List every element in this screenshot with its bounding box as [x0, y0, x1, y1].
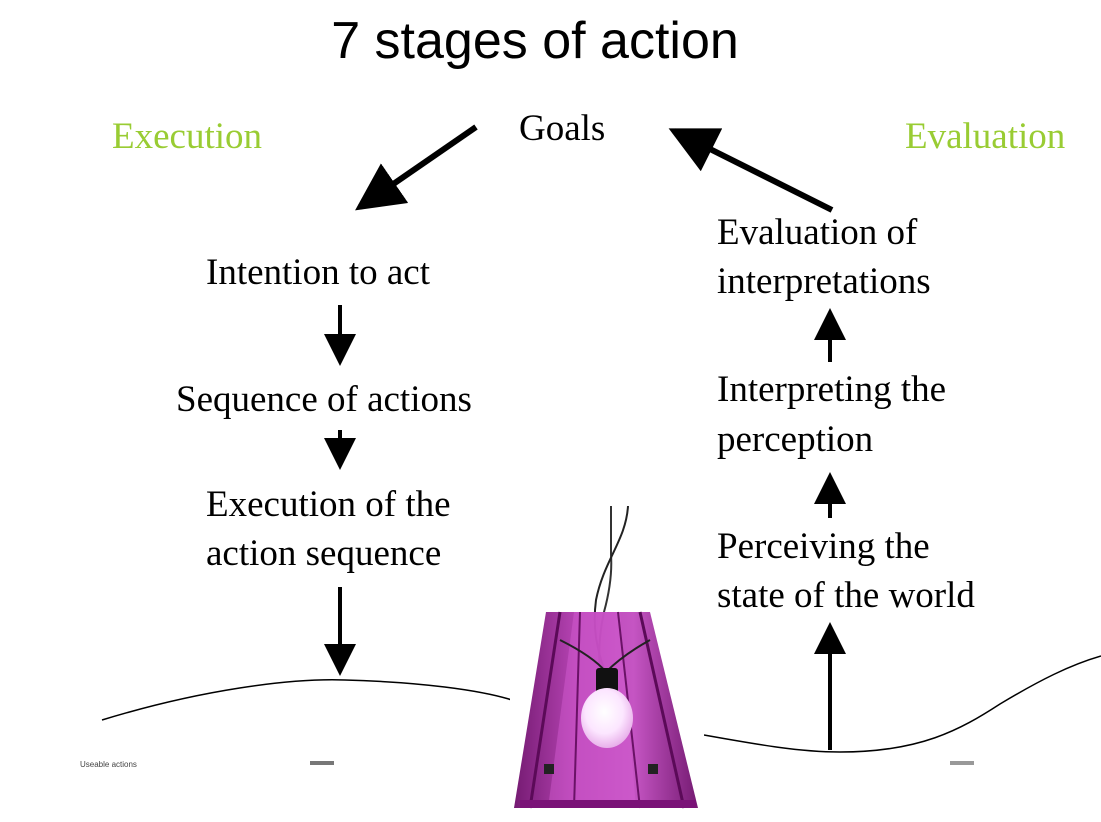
world-curve-right — [703, 655, 1101, 753]
diagram-title: 7 stages of action — [331, 12, 739, 70]
lamp-image — [510, 503, 704, 822]
stage-evaluation-line1: Evaluation of — [717, 212, 918, 253]
stage-execution-line2: action sequence — [206, 533, 442, 574]
stage-perceiving-line2: state of the world — [717, 575, 975, 616]
stage-execution-line1: Execution of the — [206, 484, 451, 525]
arrow-goals-to-intention — [355, 124, 478, 211]
arrow-evaluation-to-goals — [668, 128, 834, 213]
stage-interpreting-line2: perception — [717, 419, 874, 460]
goals-node: Goals — [519, 108, 606, 149]
stage-intention-to-act: Intention to act — [206, 252, 430, 293]
footer-mark-left — [310, 761, 334, 765]
world-curve-left — [101, 679, 513, 721]
stage-perceiving-line1: Perceiving the — [717, 526, 930, 567]
evaluation-heading: Evaluation — [905, 116, 1066, 157]
stage-evaluation-line2: interpretations — [717, 261, 931, 302]
stage-interpreting-line1: Interpreting the — [717, 369, 947, 410]
footer-mark-right — [950, 761, 974, 765]
footer-caption: Useable actions — [80, 760, 137, 769]
execution-heading: Execution — [112, 116, 263, 157]
stage-sequence-of-actions: Sequence of actions — [176, 379, 472, 420]
